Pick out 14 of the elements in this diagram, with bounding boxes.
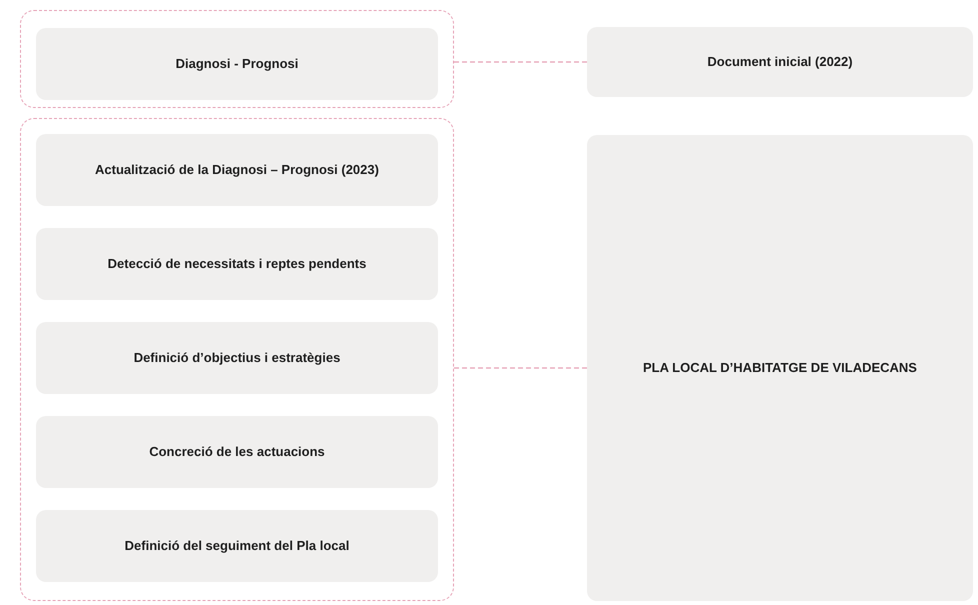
step-label: Actualització de la Diagnosi – Prognosi (2023): [95, 160, 379, 179]
step-box: [587, 27, 973, 97]
group-frame: [20, 118, 454, 601]
step-label: Definició d’objectius i estratègies: [134, 348, 340, 367]
step-label: Concreció de les actuacions: [149, 442, 325, 461]
group-frame: [20, 10, 454, 108]
step-label: Definició del seguiment del Pla local: [124, 536, 350, 555]
step-label: Diagnosi - Prognosi: [176, 54, 298, 73]
step-label: PLA LOCAL D’HABITATGE DE VILADECANS: [643, 358, 917, 377]
step-label: Detecció de necessitats i reptes pendents: [108, 254, 366, 273]
step-box: [587, 135, 973, 601]
connector-line: [454, 367, 587, 369]
connector-line: [454, 61, 587, 63]
step-label: Document inicial (2022): [707, 52, 853, 71]
